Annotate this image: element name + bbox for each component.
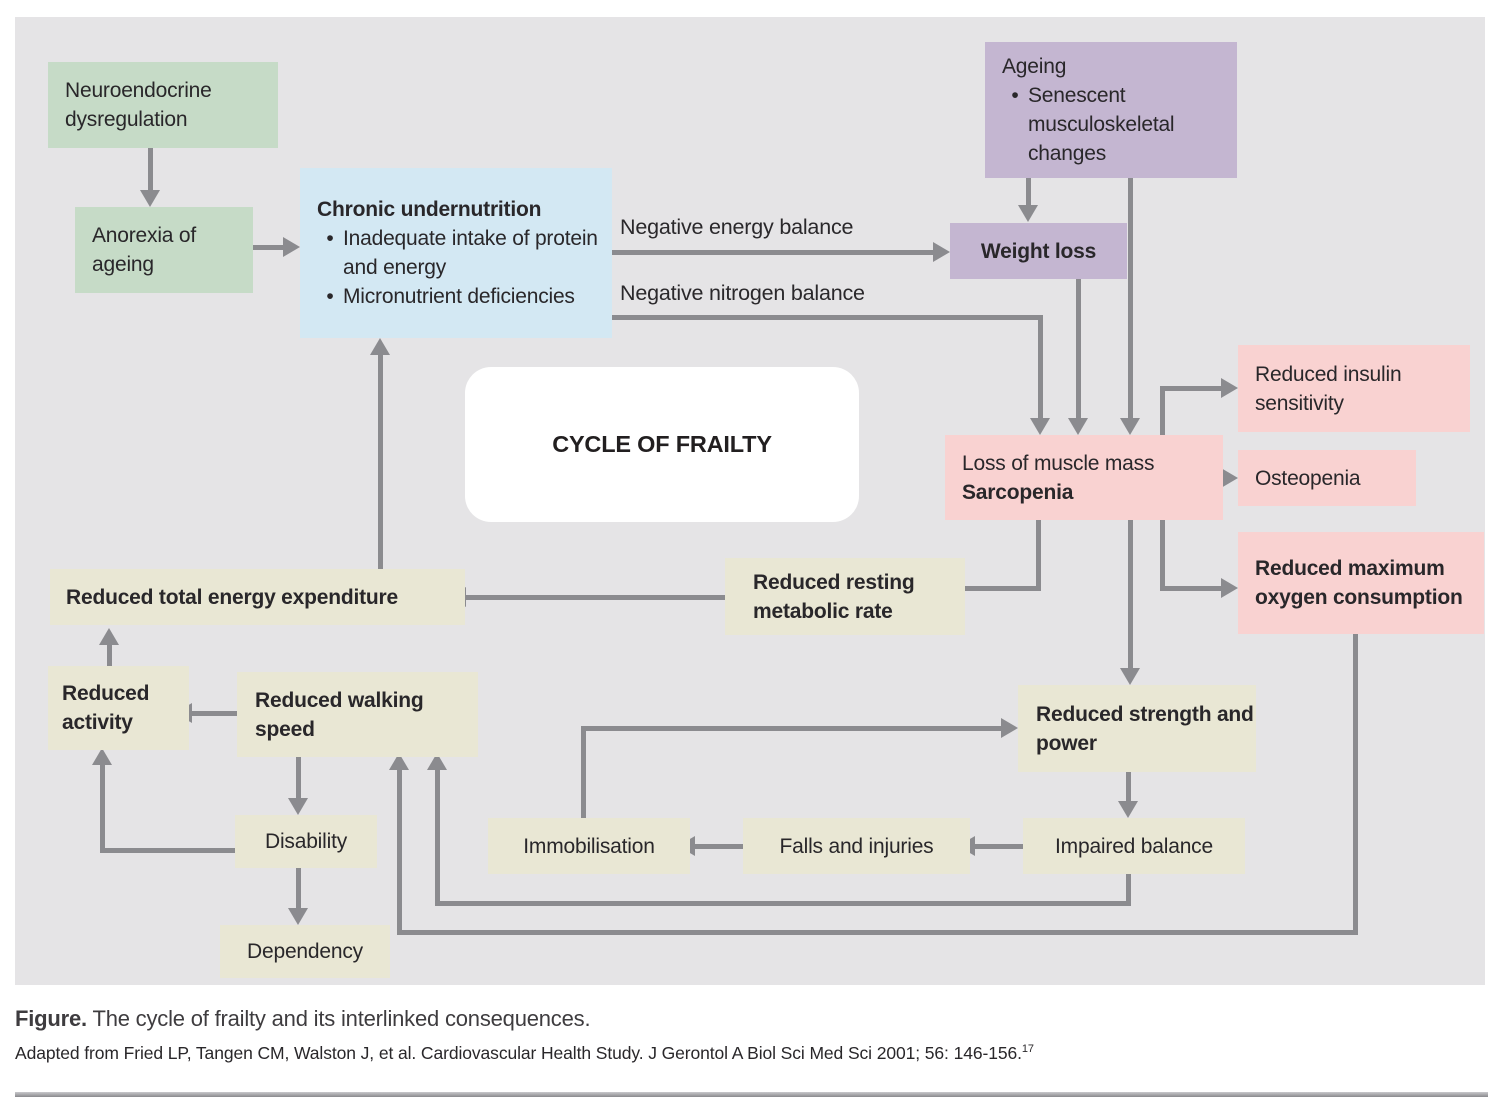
node-dependency: Dependency [220,925,390,978]
node-title: Ageing [1002,55,1067,78]
node-reduced-activity: Reduced activity [48,666,189,750]
node-chronic-undernutrition: Chronic undernutrition Inadequate intake… [300,168,612,338]
edge-label-negative-nitrogen-balance: Negative nitrogen balance [620,281,865,305]
node-falls-and-injuries: Falls and injuries [743,818,970,874]
node-reduced-walking-speed: Reduced walking speed [237,672,478,757]
node-ageing: Ageing Senescent musculoskeletal changes [985,42,1237,178]
edge-label-negative-energy-balance: Negative energy balance [620,215,854,239]
node-anorexia-of-ageing: Anorexia of ageing [75,207,253,293]
figure-caption: Figure. The cycle of frailty and its int… [15,1006,591,1032]
bullet-dot [317,224,343,282]
bullet-item: Inadequate intake of protein and energy [317,224,602,282]
node-reduced-total-energy-expenditure: Reduced total energy expenditure [50,569,465,625]
bullet-item: Micronutrient deficiencies [317,282,602,311]
bullet-item: Senescent musculoskeletal changes [1002,81,1229,168]
bullet-dot [317,282,343,311]
node-weight-loss: Weight loss [950,223,1127,279]
bullet-dot [1002,81,1028,168]
node-title: Chronic undernutrition [317,198,542,221]
node-reduced-max-oxygen-consumption: Reduced maximum oxygen consumption [1238,532,1484,634]
node-neuroendocrine-dysregulation: Neuroendocrine dysregulation [48,62,278,148]
node-impaired-balance: Impaired balance [1023,818,1245,874]
node-disability: Disability [235,815,377,868]
cycle-of-frailty-label: CYCLE OF FRAILTY [465,367,859,522]
node-osteopenia: Osteopenia [1238,450,1416,506]
figure-caption-label: Figure. [15,1006,87,1031]
node-reduced-strength-and-power: Reduced strength and power [1018,685,1256,772]
node-reduced-insulin-sensitivity: Reduced insulin sensitivity [1238,345,1470,432]
figure-citation: Adapted from Fried LP, Tangen CM, Walsto… [15,1043,1034,1063]
bottom-divider [15,1092,1488,1097]
node-sarcopenia: Loss of muscle mass Sarcopenia [945,435,1223,520]
node-immobilisation: Immobilisation [488,818,690,874]
node-reduced-resting-metabolic-rate: Reduced resting metabolic rate [725,558,965,635]
figure-caption-text: The cycle of frailty and its interlinked… [86,1006,591,1031]
citation-reference-number: 17 [1021,1043,1034,1056]
